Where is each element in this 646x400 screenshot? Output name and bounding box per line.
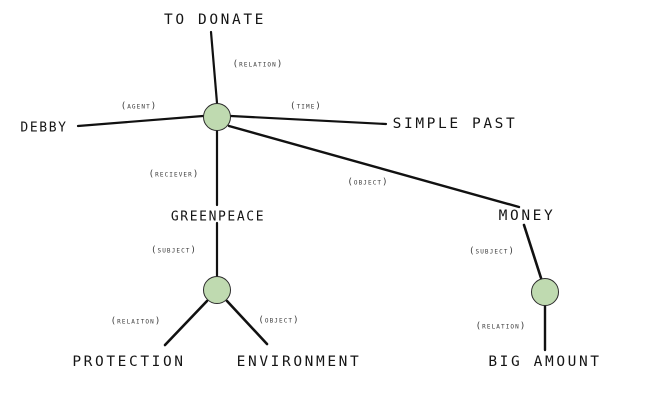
concept-environment: ENVIRONMENT: [236, 353, 362, 370]
rel-reciever: (RECIEVER): [148, 169, 200, 180]
edge-agent: [76, 114, 205, 128]
concept-debby: Debby: [20, 114, 68, 137]
edge-relaiton: [163, 299, 209, 347]
rel-relaiton: (RELAITON): [110, 316, 162, 327]
rel-agent: (AGENT): [120, 101, 158, 112]
rel-subject-money: (SUBJECT): [468, 246, 516, 257]
rel-relation-amount: (RELATION): [475, 321, 527, 332]
edge-object-env: [225, 299, 269, 346]
concept-protection: PROTECTION: [72, 353, 186, 370]
edge-object-money: [227, 124, 521, 209]
concept-to-donate: TO DONATE: [164, 11, 266, 28]
rel-object-env: (OBJECT): [258, 315, 300, 326]
node-greenpeace[interactable]: [203, 276, 231, 304]
edge-time: [229, 114, 388, 126]
rel-time: (TIME): [290, 101, 322, 112]
concept-greenpeace: Greenpeace: [170, 203, 266, 226]
node-money[interactable]: [531, 278, 559, 306]
edge-subject-money: [522, 223, 543, 280]
edge-relation-donate: [209, 30, 219, 105]
rel-relation-donate: (RELATION): [232, 59, 284, 70]
concept-big-amount: BIG AMOUNT: [488, 353, 602, 370]
node-donate[interactable]: [203, 103, 231, 131]
concept-simple-past: SIMPLE PAST: [392, 115, 518, 132]
rel-object-money: (OBJECT): [347, 177, 389, 188]
rel-subject-gp: (SUBJECT): [150, 245, 198, 256]
concept-money: MONEY: [498, 207, 556, 224]
